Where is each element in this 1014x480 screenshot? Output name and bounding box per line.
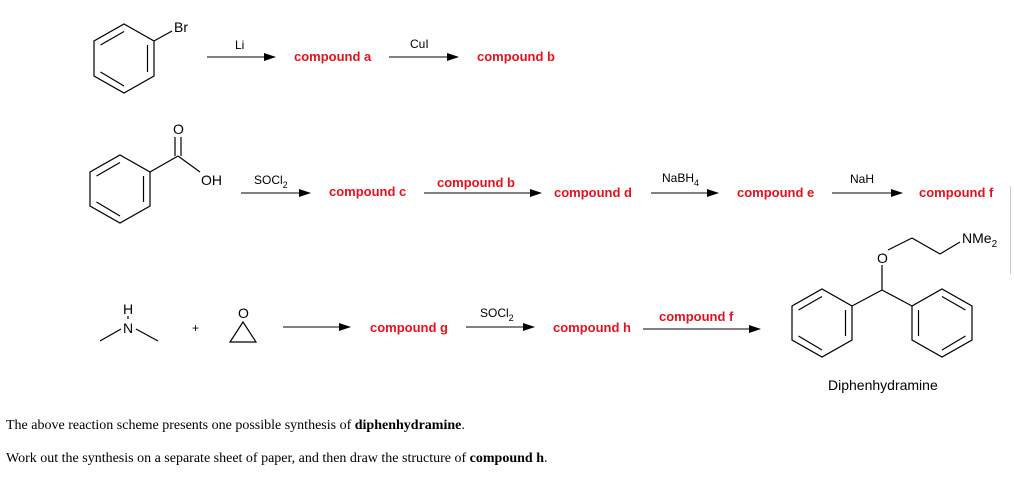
ethylene-oxide-structure xyxy=(228,320,258,343)
carbonyl-oxygen-label: O xyxy=(173,121,184,137)
benzoic-acid-structure xyxy=(89,137,201,224)
reaction-scheme: Br Li compound a CuI compound b O OH SOC… xyxy=(89,19,998,393)
reagent-li-label: Li xyxy=(235,38,244,52)
reagent-socl2-label: SOCl2 xyxy=(254,173,288,190)
compound-h-emphasis: compound h xyxy=(469,451,544,466)
compound-f-label: compound f xyxy=(919,185,994,200)
reagent-compound-b-label: compound b xyxy=(437,175,515,190)
compound-d-label: compound d xyxy=(554,185,632,200)
plus-sign: + xyxy=(192,321,199,335)
reagent-compound-f-label: compound f xyxy=(659,309,734,324)
hydroxyl-label: OH xyxy=(201,172,222,188)
dimethylamine-structure xyxy=(99,328,159,342)
dimethylamino-label: NMe2 xyxy=(962,230,998,250)
epoxide-oxygen-label: O xyxy=(238,305,249,321)
diphenhydramine-emphasis: diphenhydramine xyxy=(354,418,462,433)
page-edge-line xyxy=(1010,186,1011,274)
reagent-cui-label: CuI xyxy=(410,37,429,51)
reagent-socl2-row3-label: SOCl2 xyxy=(480,306,514,323)
bromobenzene-structure xyxy=(93,23,173,94)
diphenhydramine-structure xyxy=(791,237,973,358)
compound-a-label: compound a xyxy=(294,49,372,64)
amine-hydrogen-label: H xyxy=(123,301,133,317)
instruction-paragraph: Work out the synthesis on a separate she… xyxy=(6,451,548,466)
product-name-label: Diphenhydramine xyxy=(828,377,938,393)
reagent-nah-label: NaH xyxy=(850,172,874,186)
amine-nitrogen-label: N xyxy=(123,320,133,336)
reagent-nabh4-label: NaBH4 xyxy=(662,171,699,188)
description-paragraph: The above reaction scheme presents one p… xyxy=(6,418,465,433)
bromo-substituent-label: Br xyxy=(174,19,188,35)
compound-c-label: compound c xyxy=(329,184,406,199)
ether-oxygen-label: O xyxy=(877,250,888,266)
compound-e-label: compound e xyxy=(737,185,814,200)
compound-b-label: compound b xyxy=(477,49,555,64)
compound-h-label: compound h xyxy=(553,320,631,335)
compound-g-label: compound g xyxy=(370,320,448,335)
